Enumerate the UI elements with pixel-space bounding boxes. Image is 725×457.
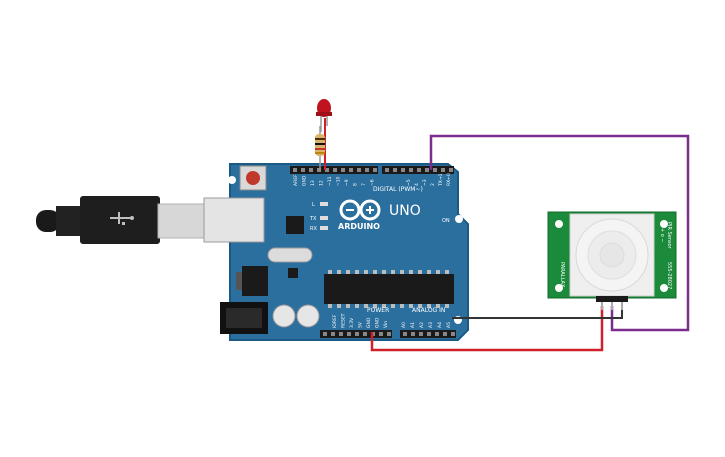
led-component[interactable] — [316, 99, 332, 132]
l-label: L — [312, 202, 315, 208]
power-pin-label: IOREF — [332, 314, 338, 328]
digital-pin-label: ~3 — [422, 179, 428, 186]
power-label: POWER — [367, 307, 389, 314]
analog-pin-label: A0 — [401, 322, 407, 328]
ground-wire — [452, 306, 623, 319]
usb-cable — [36, 196, 209, 244]
power-pin-label: 5V — [358, 321, 364, 328]
brand-label: ARDUINO — [338, 222, 380, 231]
power-pin-label: RESET — [341, 313, 347, 328]
digital-pin-label: ~11 — [327, 176, 333, 186]
power-pin-label: GND — [366, 317, 372, 328]
digital-pin-label: AREF — [293, 174, 299, 186]
digital-pin-label: 8 — [353, 183, 359, 186]
digital-pin-label: ~6 — [370, 179, 376, 186]
signal-wire — [429, 134, 690, 332]
digital-pin-label: ~10 — [336, 176, 342, 186]
analog-pin-label: A4 — [437, 322, 443, 328]
on-led — [455, 215, 463, 223]
microcontroller-chip — [324, 274, 454, 304]
pir-label-part: 555-28027 — [666, 262, 672, 289]
digital-pin-label: ~5 — [406, 179, 412, 186]
tx-label: TX — [309, 216, 317, 222]
analog-pin-label: A3 — [428, 322, 434, 328]
digital-pin-label: 2 — [430, 183, 436, 186]
digital-pin-label: ~9 — [344, 179, 350, 186]
digital-pin-label: 4 — [414, 183, 420, 186]
usb-port[interactable] — [203, 197, 265, 243]
power-wire — [370, 306, 604, 352]
power-pin-label: 3.3V — [349, 317, 355, 328]
digital-pin-label: 13 — [310, 180, 316, 186]
pir-sensor[interactable]: PIR Sensor + o − 555-28027 PARALLAX — [547, 211, 677, 310]
pir-label-top: PIR Sensor — [666, 222, 672, 250]
arduino-uno-board: ARDUINO UNO DIGITAL (PWM~) POWER ANALOG … — [203, 163, 469, 341]
arduino-logo-icon — [339, 199, 381, 221]
digital-pin-label: RX←0 — [446, 173, 452, 186]
power-pin-label: Vin — [383, 321, 389, 328]
rx-label: RX — [310, 226, 317, 232]
pir-label-left: PARALLAX — [559, 262, 565, 288]
digital-pin-label: GND — [302, 175, 308, 186]
digital-label: DIGITAL (PWM~) — [373, 186, 423, 193]
analog-pin-label: A5 — [446, 322, 452, 328]
resistor-component[interactable] — [315, 126, 325, 170]
reset-button[interactable] — [239, 165, 267, 191]
analog-pin-label: A2 — [419, 322, 425, 328]
pir-label-pins: + o − — [659, 228, 665, 243]
analog-label: ANALOG IN — [412, 307, 445, 314]
digital-pin-label: 12 — [319, 180, 325, 186]
digital-pin-label: TX→1 — [438, 173, 444, 187]
analog-pin-label: A1 — [410, 322, 416, 328]
power-pin-label: GND — [375, 317, 381, 328]
model-label: UNO — [389, 203, 421, 219]
digital-pin-label: 7 — [361, 183, 367, 186]
on-label: ON — [442, 218, 450, 224]
